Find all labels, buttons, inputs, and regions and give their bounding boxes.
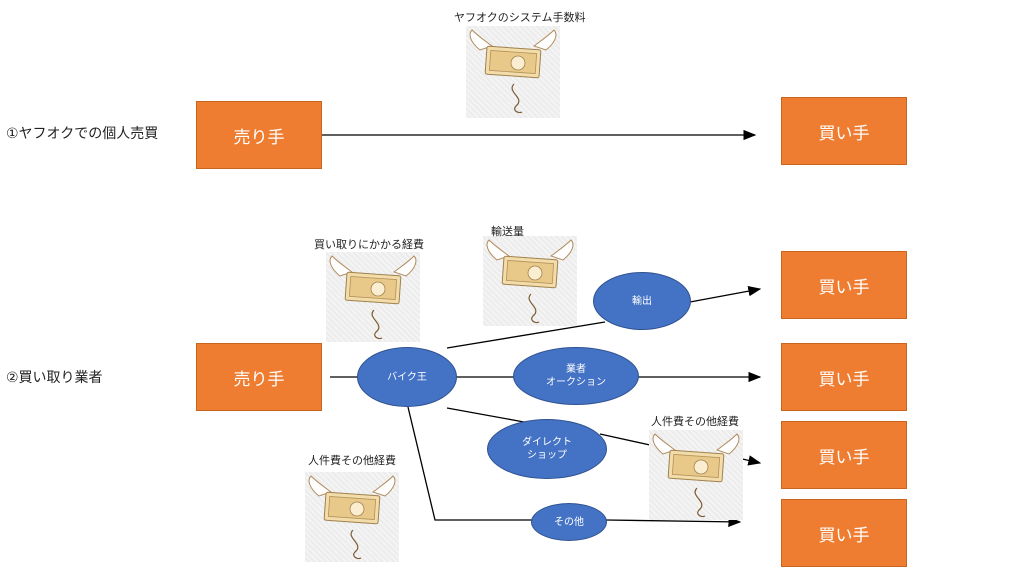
caption-yahoo-fee: ヤフオクのシステム手数料 bbox=[454, 11, 586, 24]
node-direct-line2: ショップ bbox=[527, 450, 567, 461]
node-export: 輸出 bbox=[593, 272, 691, 330]
arrow-other-buyer bbox=[605, 516, 742, 528]
line-bikeking-direct bbox=[446, 407, 525, 423]
caption-labor-right: 人件費その他経費 bbox=[651, 415, 739, 428]
node-bike-king: バイク王 bbox=[357, 347, 457, 407]
arrow-export-buyer bbox=[689, 286, 762, 303]
yahoo-fee-money-icon bbox=[466, 26, 560, 118]
node-other: その他 bbox=[531, 503, 607, 541]
shipping-money-icon bbox=[483, 236, 577, 326]
node-auction: 業者 オークション bbox=[513, 347, 639, 405]
caption-purchase-cost: 買い取りにかかる経費 bbox=[314, 238, 424, 251]
node-other-label: その他 bbox=[554, 516, 584, 528]
seller1-box: 売り手 bbox=[196, 101, 322, 169]
purchase-cost-money-icon bbox=[326, 252, 420, 342]
arrow-direct-buyer bbox=[599, 433, 651, 446]
node-export-label: 輸出 bbox=[632, 295, 652, 307]
labor-right-money-icon bbox=[649, 430, 743, 520]
line-bikeking-export bbox=[446, 321, 606, 349]
labor-left-money-icon bbox=[305, 472, 399, 562]
seller2-box: 売り手 bbox=[196, 343, 322, 411]
buyer-export-box: 買い手 bbox=[781, 251, 907, 319]
line-bikeking-other bbox=[407, 406, 532, 521]
section2-label: ②買い取り業者 bbox=[6, 370, 103, 386]
section1-label: ①ヤフオクでの個人売買 bbox=[6, 126, 159, 142]
buyer-direct-box: 買い手 bbox=[781, 421, 907, 489]
node-auction-line2: オークション bbox=[546, 377, 606, 388]
node-direct-line1: ダイレクト bbox=[522, 437, 572, 448]
caption-shipping: 輸送量 bbox=[491, 225, 524, 238]
caption-labor-left: 人件費その他経費 bbox=[308, 454, 396, 467]
node-direct-shop: ダイレクト ショップ bbox=[487, 419, 607, 479]
buyer1-box: 買い手 bbox=[781, 97, 907, 165]
node-auction-line1: 業者 bbox=[566, 364, 586, 375]
buyer-auction-box: 買い手 bbox=[781, 343, 907, 411]
node-bike-king-label: バイク王 bbox=[387, 371, 427, 383]
buyer-other-box: 買い手 bbox=[781, 499, 907, 567]
